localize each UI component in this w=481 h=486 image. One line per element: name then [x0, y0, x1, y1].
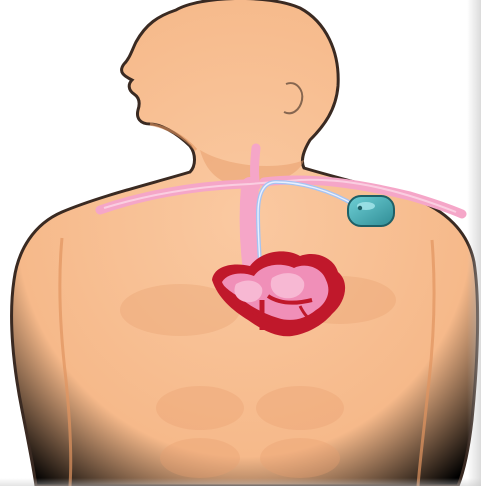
bottom-edge-shadow [0, 478, 481, 486]
right-edge-shadow [467, 0, 481, 486]
vein-vena-cava [249, 186, 252, 270]
pacemaker-device-icon [348, 196, 394, 226]
